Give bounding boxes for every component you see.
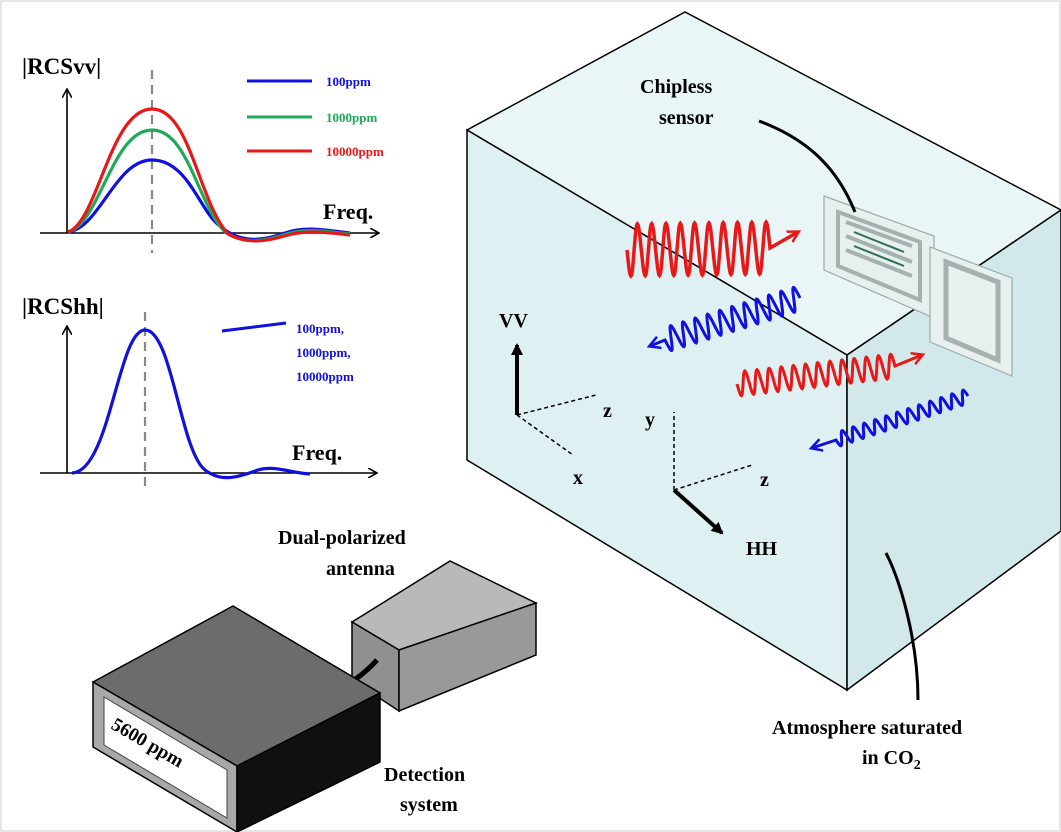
vv-curve-10000ppm — [67, 107, 351, 243]
vv-legend-label-10000ppm: 10000ppm — [326, 144, 384, 159]
atmosphere-label-subscript: 2 — [914, 758, 921, 773]
atmosphere-pointer — [884, 552, 920, 701]
detection-label-line1: Detection — [384, 764, 465, 786]
antenna-label-line1: Dual-polarized — [278, 527, 406, 549]
detection-display-panel — [103, 696, 228, 819]
hh-wave-signals — [735, 354, 970, 448]
rcs-hh-plot: |RCShh| Freq. 100ppm, 1000ppm, 10000ppm — [22, 294, 376, 492]
vv-axis-x-label: x — [573, 467, 583, 489]
vv-wave-signals — [625, 219, 802, 353]
sensor-tag-2-resonator — [943, 258, 1001, 364]
chipless-sensor-tags — [823, 195, 1013, 377]
vv-legend-label-1000ppm: 1000ppm — [326, 110, 377, 125]
vv-coordinate-axes: VV z x — [499, 310, 612, 489]
vv-reflected-blue-wave — [650, 285, 802, 353]
sensor-tag-1-traces — [853, 231, 905, 267]
hh-axis-y-label: y — [645, 409, 655, 431]
chipless-sensor-pointer — [758, 119, 857, 213]
hh-x-label: Freq. — [292, 440, 342, 465]
hh-incident-red-wave — [735, 354, 922, 398]
hh-curve — [71, 328, 311, 480]
chipless-sensor-label-line2: sensor — [659, 107, 714, 129]
atmosphere-label-line2-text: in CO — [862, 747, 914, 769]
hh-y-label: |RCShh| — [22, 294, 104, 319]
hh-legend-line-2: 1000ppm, — [296, 345, 351, 360]
rcs-vv-plot: |RCSvv| Freq. 100ppm 1000ppm 10000ppm — [22, 54, 384, 253]
vv-axis-label: VV — [499, 310, 528, 332]
hh-axis-z-label: z — [760, 469, 769, 491]
antenna-side-face — [398, 601, 537, 713]
hh-coordinate-axes: y z HH — [645, 409, 778, 560]
antenna-label-line2: antenna — [326, 558, 395, 580]
hh-axis-arrow — [672, 488, 724, 535]
chipless-sensor-label-line1: Chipless — [640, 76, 712, 98]
vv-y-label: |RCSvv| — [22, 54, 101, 79]
dual-polarized-antenna — [350, 560, 538, 713]
vv-axis-x-dashed — [516, 414, 574, 456]
hh-axis-label: HH — [746, 538, 778, 560]
vv-legend: 100ppm 1000ppm 10000ppm — [247, 74, 384, 159]
sensor-tag-1-resonator — [836, 209, 922, 303]
vv-incident-red-wave — [625, 219, 798, 279]
hh-legend-line-1: 100ppm, — [296, 321, 344, 336]
detection-system-box: 5600 ppm — [91, 605, 382, 832]
vv-x-label: Freq. — [323, 199, 373, 224]
atmosphere-label-line2: in CO2 — [862, 747, 921, 773]
detection-side-face — [236, 691, 381, 832]
hh-legend-line-3: 10000ppm — [296, 369, 354, 384]
atmosphere-label-line1: Atmosphere saturated — [772, 717, 962, 739]
detection-label-line2: system — [400, 794, 458, 816]
hh-reflected-blue-wave — [812, 388, 970, 448]
hh-legend-swatch — [221, 321, 287, 333]
vv-axis-z-label: z — [603, 400, 612, 422]
vv-legend-label-100ppm: 100ppm — [326, 74, 371, 89]
hh-legend: 100ppm, 1000ppm, 10000ppm — [221, 321, 354, 384]
vv-curve-1000ppm — [67, 128, 351, 243]
